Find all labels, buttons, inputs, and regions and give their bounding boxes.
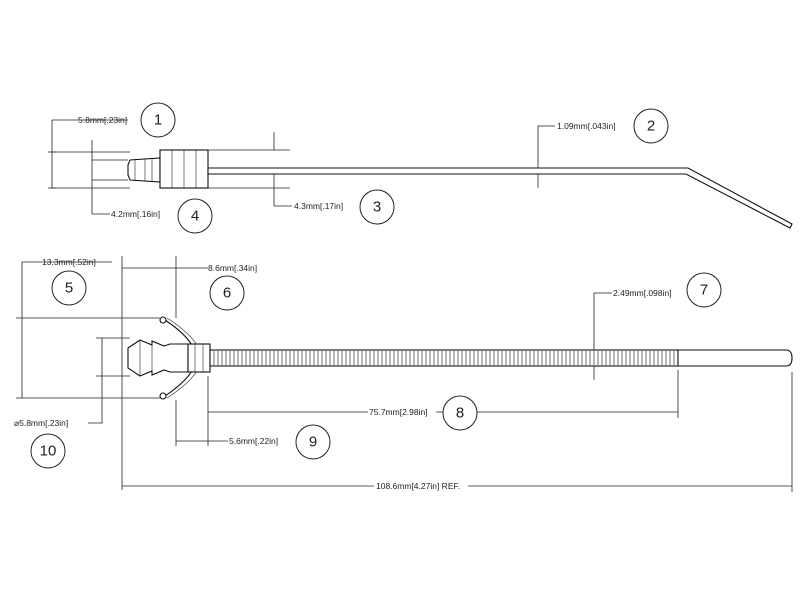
balloon-1 [140,102,176,138]
top-view: 13.3mm[.52in] 5 8.6mm[.34in] 6 ⌀5.8mm[.2… [14,256,793,492]
balloon-8 [442,395,478,431]
top-strap-serrated [209,349,679,367]
balloon-3-number: 3 [373,199,381,216]
dim-9-label: 5.6mm[.22in] [229,436,278,446]
balloon-9 [295,424,331,460]
top-strap-tail [677,349,793,367]
balloon-4-number: 4 [191,208,199,225]
balloon-10 [30,433,66,469]
balloon-1-number: 1 [154,112,162,129]
dim-8-label: 75.7mm[2.98in] [369,407,428,417]
dim-overall-label: 108.6mm[4.27in] REF. [376,481,460,491]
dim-5-label: 13.3mm[.52in] [42,257,96,267]
dim-10-label: ⌀5.8mm[.23in] [14,418,68,428]
balloon-4 [177,198,213,234]
balloon-7 [686,272,722,308]
dim-1-label: 5.8mm[.23in] [78,115,127,125]
balloon-7-number: 7 [700,282,708,299]
side-view: 5.8mm[.23in] 1 4.2mm[.16in] 4 4.3mm[.17i… [48,102,793,234]
dim-7-label: 2.49mm[.098in] [613,288,672,298]
balloon-2 [633,108,669,144]
balloon-6-number: 6 [223,285,231,302]
dim-2-label: 1.09mm[.043in] [557,121,616,131]
strap-serrations [213,351,675,365]
balloon-3 [359,189,395,225]
balloon-5 [51,270,87,306]
top-clip-head [127,339,189,377]
wing-tip-bottom [159,392,167,400]
side-strap [207,167,793,229]
balloon-9-number: 9 [309,434,317,451]
side-clip-head [127,157,161,183]
balloon-2-number: 2 [647,118,655,135]
top-lock-head [187,343,211,373]
balloon-10-number: 10 [40,443,57,460]
balloon-8-number: 8 [456,405,464,422]
dim-6-label: 8.6mm[.34in] [208,263,257,273]
dim-4-label: 4.2mm[.16in] [111,209,160,219]
dim-3-label: 4.3mm[.17in] [294,201,343,211]
wing-tip-top [159,316,167,324]
balloon-5-number: 5 [65,280,73,297]
balloon-6 [209,275,245,311]
